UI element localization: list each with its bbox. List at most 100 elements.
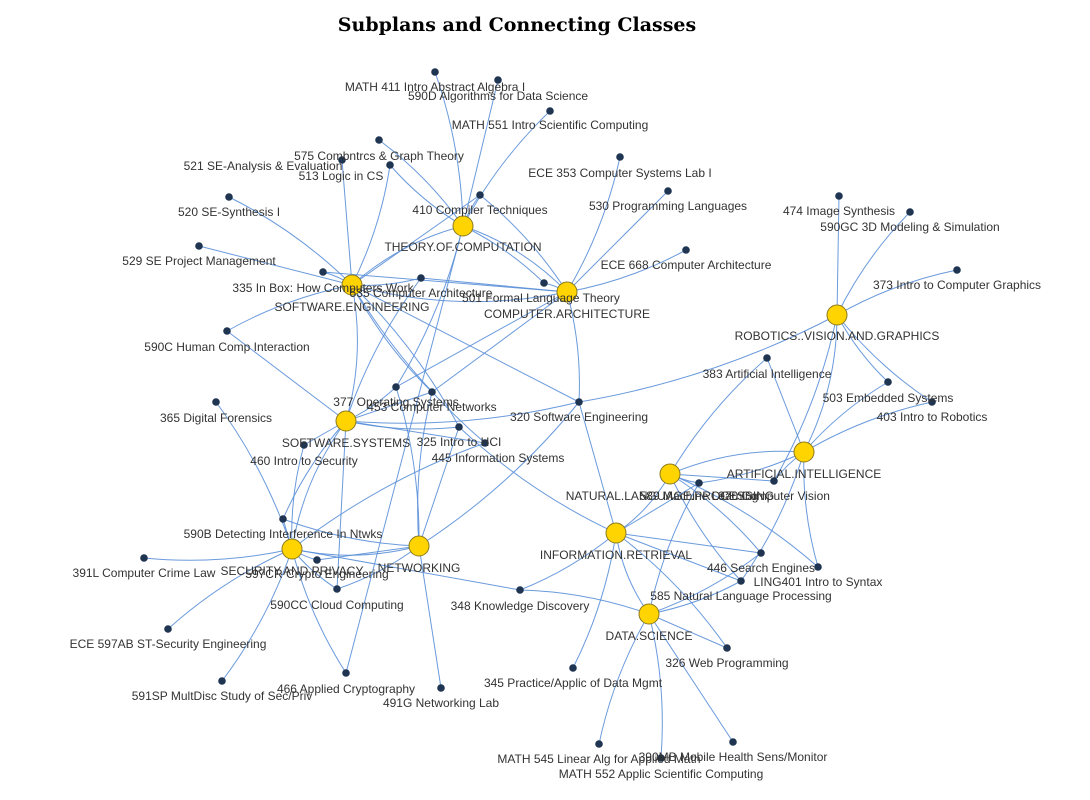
- subplan-node[interactable]: [452, 215, 474, 237]
- class-node[interactable]: [737, 577, 745, 585]
- leaf-edge: [766, 357, 805, 453]
- subplan-node[interactable]: [335, 410, 357, 432]
- class-label: 590C Human Comp Interaction: [144, 340, 309, 354]
- leaf-edge: [336, 420, 347, 590]
- class-node[interactable]: [814, 563, 822, 571]
- class-node[interactable]: [546, 107, 554, 115]
- leaf-edge: [836, 269, 958, 316]
- class-node[interactable]: [431, 68, 439, 76]
- class-node[interactable]: [494, 76, 502, 84]
- class-label: 513 Logic in CS: [299, 169, 384, 183]
- subplan-node[interactable]: [659, 463, 681, 485]
- class-node[interactable]: [319, 268, 327, 276]
- class-node[interactable]: [392, 383, 400, 391]
- leaf-edge: [345, 420, 486, 444]
- class-node[interactable]: [884, 378, 892, 386]
- class-label: 491G Networking Lab: [383, 696, 499, 710]
- leaf-edge: [420, 277, 568, 293]
- class-node[interactable]: [218, 677, 226, 685]
- class-node[interactable]: [928, 398, 936, 406]
- leaf-edge: [282, 420, 347, 520]
- class-node[interactable]: [225, 193, 233, 201]
- leaf-edge: [167, 548, 293, 630]
- leaf-edge: [226, 284, 353, 332]
- subplan-node[interactable]: [605, 522, 627, 544]
- class-label: 521 SE-Analysis & Evaluation: [184, 159, 343, 173]
- class-node[interactable]: [437, 684, 445, 692]
- class-label: 501 Formal Language Theory: [462, 291, 620, 305]
- class-label: MATH 551 Intro Scientific Computing: [452, 118, 649, 132]
- class-label: 383 Artificial Intelligence: [703, 367, 832, 381]
- class-node[interactable]: [835, 192, 843, 200]
- class-node[interactable]: [333, 585, 341, 593]
- leaf-edge: [669, 473, 775, 482]
- subplan-node[interactable]: [638, 603, 660, 625]
- hub-edge: [291, 420, 347, 550]
- class-node[interactable]: [195, 242, 203, 250]
- class-node[interactable]: [223, 327, 231, 335]
- leaf-edge: [351, 194, 481, 286]
- class-node[interactable]: [455, 423, 463, 431]
- class-node[interactable]: [595, 740, 603, 748]
- class-node[interactable]: [953, 266, 961, 274]
- leaf-edge: [572, 532, 617, 669]
- subplan-label: SECURITY.AND.PRIVACY: [221, 564, 364, 578]
- leaf-edge: [615, 532, 728, 649]
- class-node[interactable]: [428, 388, 436, 396]
- leaf-edge: [648, 552, 762, 615]
- class-node[interactable]: [313, 556, 321, 564]
- subplan-label: ARTIFICIAL.INTELLIGENCE: [727, 467, 881, 481]
- class-node[interactable]: [657, 754, 665, 762]
- subplan-node[interactable]: [341, 274, 363, 296]
- hub-edge: [615, 473, 671, 534]
- class-node[interactable]: [695, 479, 703, 487]
- class-node[interactable]: [723, 644, 731, 652]
- class-node[interactable]: [342, 669, 350, 677]
- class-node[interactable]: [279, 515, 287, 523]
- class-node[interactable]: [664, 187, 672, 195]
- class-label: 520 SE-Synthesis I: [178, 205, 280, 219]
- class-node[interactable]: [540, 279, 548, 287]
- subplan-node[interactable]: [826, 304, 848, 326]
- subplan-label: COMPUTER.ARCHITECTURE: [484, 307, 650, 321]
- class-node[interactable]: [516, 586, 524, 594]
- class-node[interactable]: [575, 398, 583, 406]
- class-node[interactable]: [338, 156, 346, 164]
- class-node[interactable]: [476, 191, 484, 199]
- leaf-edge: [291, 442, 486, 550]
- leaf-edge: [578, 401, 617, 534]
- class-node[interactable]: [375, 136, 383, 144]
- class-node[interactable]: [682, 246, 690, 254]
- subplan-node[interactable]: [556, 281, 578, 303]
- class-label: 335 In Box: How Computers Work: [232, 281, 414, 295]
- subplan-node[interactable]: [793, 441, 815, 463]
- hub-edge: [669, 450, 805, 475]
- hub-edge: [351, 284, 568, 303]
- class-node[interactable]: [164, 625, 172, 633]
- class-label: 503 Embedded Systems: [823, 391, 954, 405]
- class-node[interactable]: [729, 738, 737, 746]
- subplan-node[interactable]: [281, 538, 303, 560]
- class-label: ECE 597AB ST-Security Engineering: [70, 637, 267, 651]
- leaf-edge: [648, 482, 700, 615]
- class-node[interactable]: [763, 354, 771, 362]
- class-node[interactable]: [569, 664, 577, 672]
- class-label: 377 Operating Systems: [333, 395, 458, 409]
- class-node[interactable]: [300, 441, 308, 449]
- class-node[interactable]: [906, 208, 914, 216]
- class-node[interactable]: [481, 439, 489, 447]
- class-node[interactable]: [417, 274, 425, 282]
- subplan-label: SOFTWARE.ENGINEERING: [275, 300, 430, 314]
- class-node[interactable]: [212, 398, 220, 406]
- class-node[interactable]: [616, 153, 624, 161]
- leaf-edge: [615, 532, 762, 554]
- class-label: 410 Compiler Techniques: [412, 203, 547, 217]
- leaf-edge: [198, 245, 353, 286]
- class-node[interactable]: [770, 477, 778, 485]
- class-node[interactable]: [757, 549, 765, 557]
- subplan-node[interactable]: [408, 535, 430, 557]
- class-node[interactable]: [140, 554, 148, 562]
- leaf-edge: [418, 545, 442, 689]
- leaf-edge: [648, 613, 663, 759]
- class-node[interactable]: [386, 161, 394, 169]
